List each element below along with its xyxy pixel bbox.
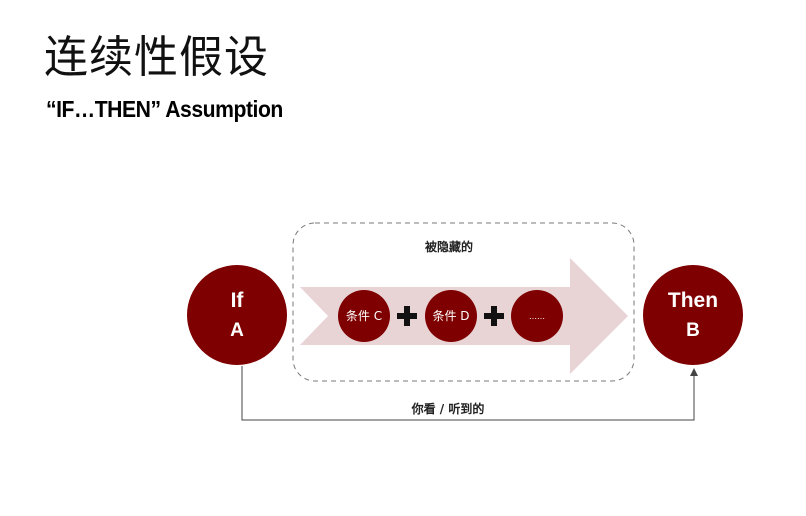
condition-more-label: …… <box>529 312 545 321</box>
plus-icon <box>484 306 504 326</box>
condition-c-label: 条件 C <box>346 309 382 323</box>
then-label: Then <box>668 289 718 312</box>
condition-d-label: 条件 D <box>432 309 469 323</box>
then-value-label: B <box>686 320 700 341</box>
if-circle <box>187 265 287 365</box>
hidden-region-box <box>292 222 635 382</box>
condition-more-circle <box>511 290 563 342</box>
condition-d-circle <box>425 290 477 342</box>
then-circle <box>643 265 743 365</box>
condition-c-circle <box>338 290 390 342</box>
seen-connector-line <box>241 366 698 421</box>
page-subtitle: “IF…THEN” Assumption <box>46 96 283 122</box>
page-title: 连续性假设 <box>44 32 269 83</box>
if-value-label: A <box>230 320 244 341</box>
seen-label: 你看 / 听到的 <box>411 401 485 416</box>
hidden-label: 被隐藏的 <box>425 239 473 254</box>
if-label: If <box>231 289 245 312</box>
plus-icon <box>397 306 417 326</box>
